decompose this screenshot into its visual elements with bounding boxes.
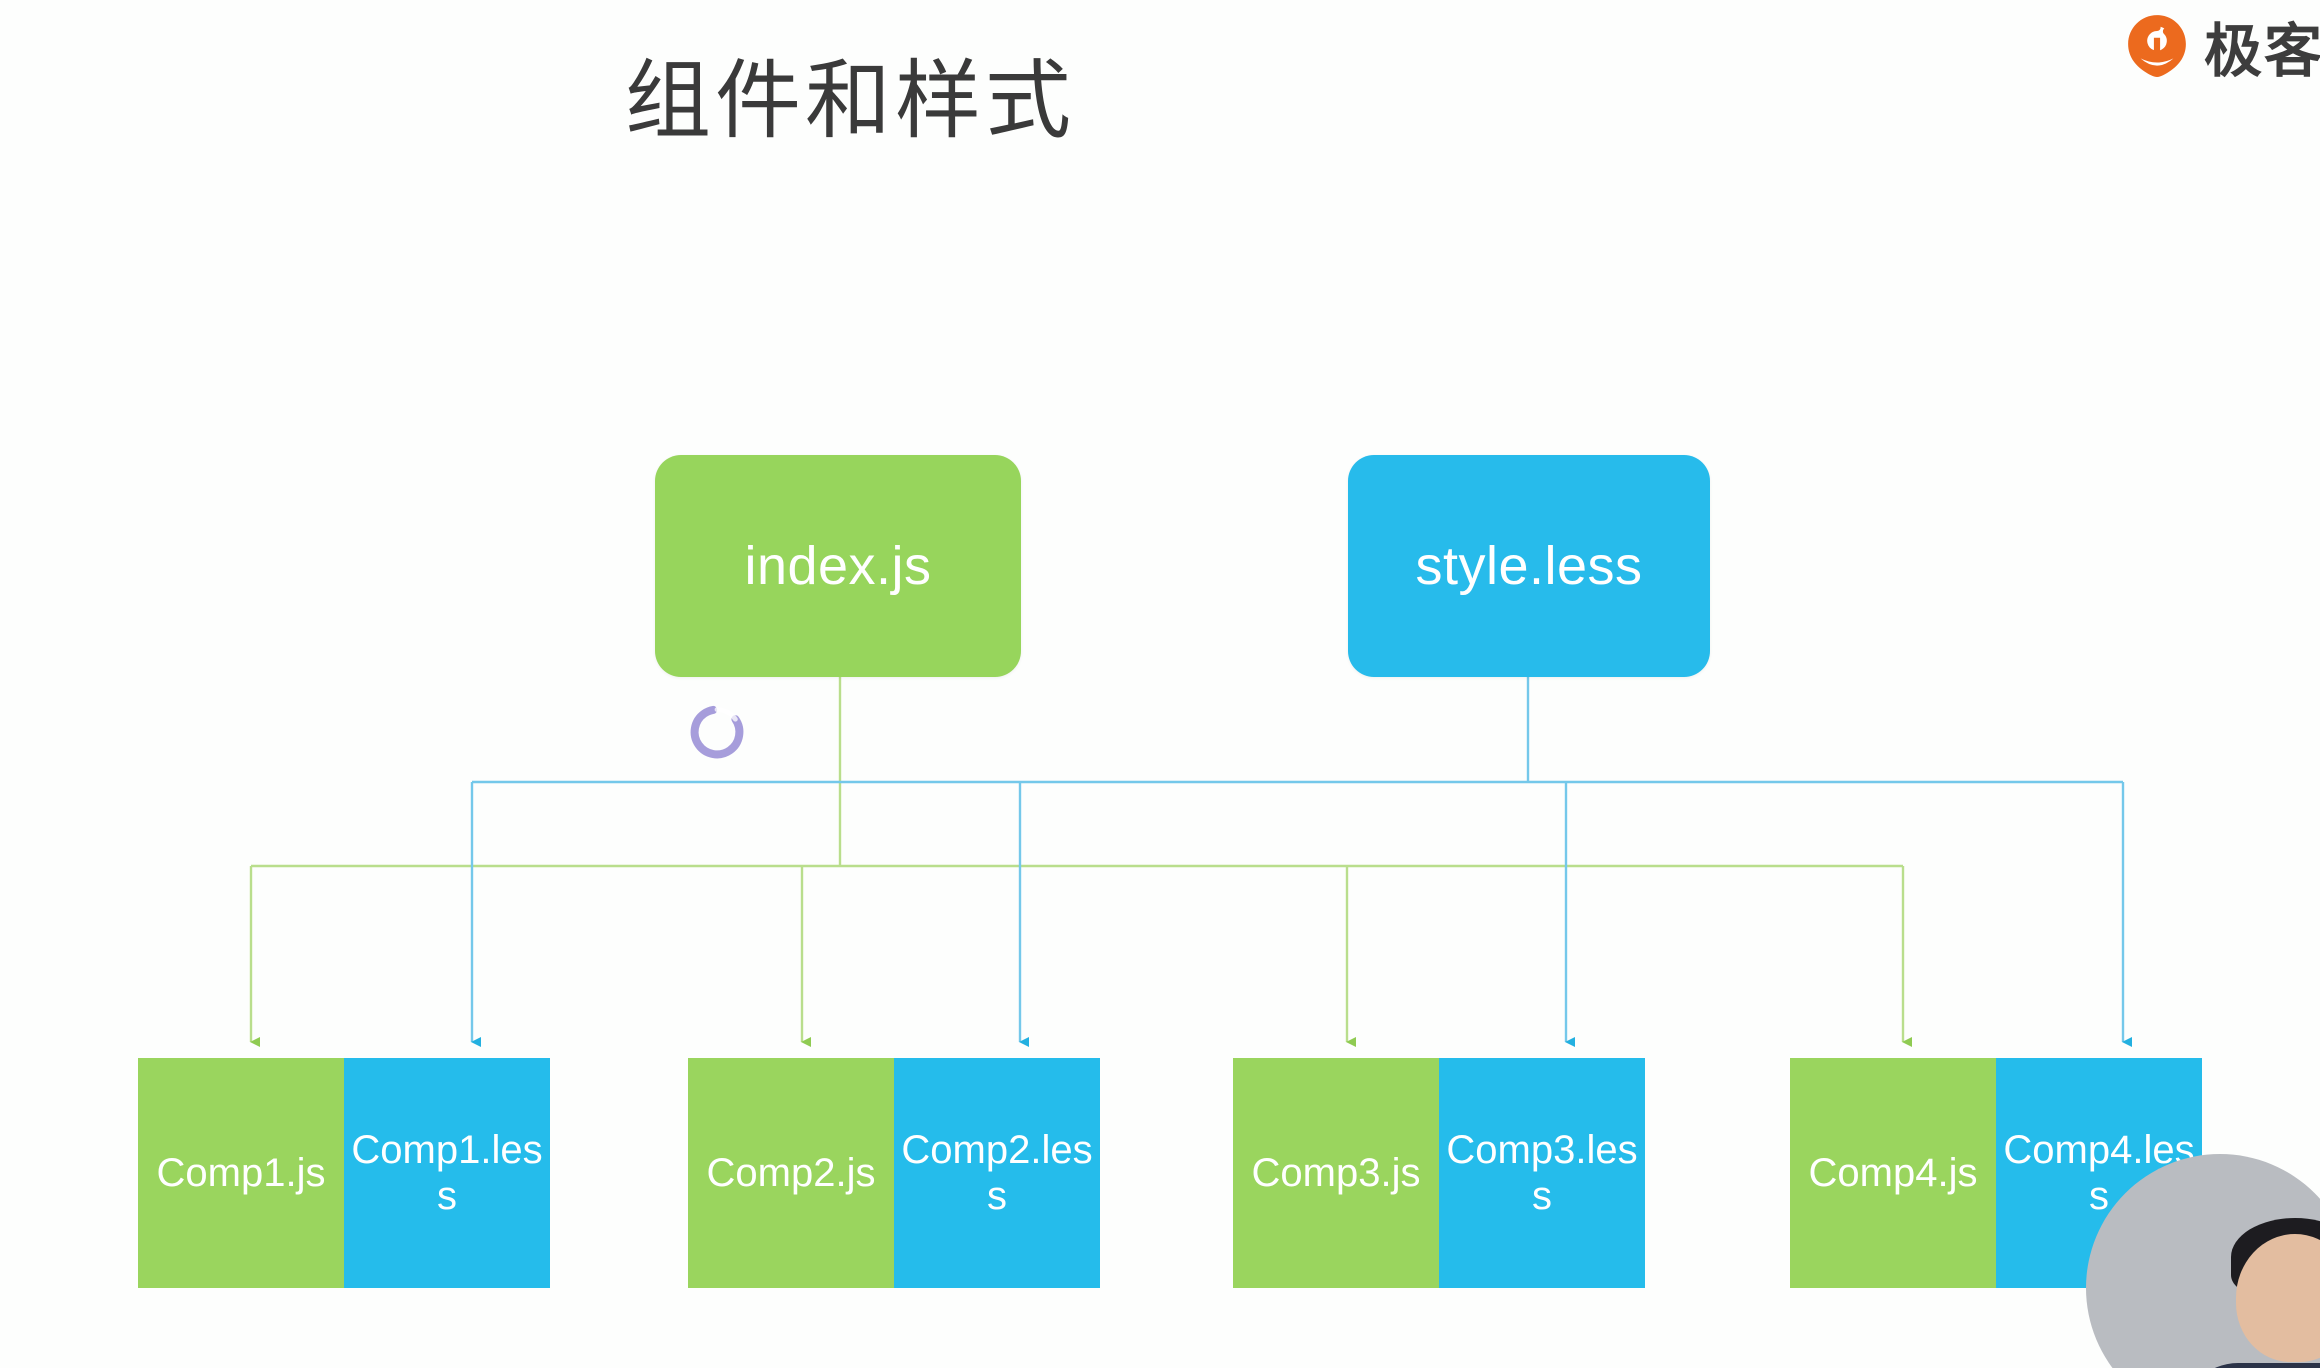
leaf-comp3-js-label: Comp3.js bbox=[1251, 1150, 1421, 1195]
leaf-comp4-js[interactable]: Comp4.js bbox=[1790, 1058, 1996, 1288]
node-index-js-label: index.js bbox=[744, 536, 932, 596]
leaf-comp4-js-label: Comp4.js bbox=[1808, 1150, 1978, 1195]
leaf-comp3-less[interactable]: Comp3.less bbox=[1439, 1058, 1645, 1288]
leaf-comp1-less[interactable]: Comp1.less bbox=[344, 1058, 550, 1288]
brand-logo: 极客 bbox=[2124, 4, 2320, 88]
leaf-comp2-js[interactable]: Comp2.js bbox=[688, 1058, 894, 1288]
page-title: 组件和样式 bbox=[625, 53, 1075, 149]
presenter-body bbox=[2182, 1363, 2320, 1368]
leaf-comp1-js[interactable]: Comp1.js bbox=[138, 1058, 344, 1288]
leaf-comp2-less[interactable]: Comp2.less bbox=[894, 1058, 1100, 1288]
node-index-js[interactable]: index.js bbox=[655, 455, 1021, 677]
leaf-comp3-less-label: Comp3.less bbox=[1446, 1127, 1638, 1218]
leaf-comp3-js[interactable]: Comp3.js bbox=[1233, 1058, 1439, 1288]
geektime-logo-icon bbox=[2128, 15, 2186, 77]
presenter-head bbox=[2236, 1234, 2320, 1363]
brand-name: 极客 bbox=[2203, 19, 2320, 84]
leaf-comp2-less-label: Comp2.less bbox=[901, 1127, 1093, 1218]
component-pair-comp3: Comp3.js Comp3.less bbox=[1233, 1058, 1645, 1288]
leaf-comp1-js-label: Comp1.js bbox=[156, 1150, 326, 1195]
leaf-comp4-less-label: Comp4.less bbox=[2003, 1127, 2195, 1218]
leaf-comp2-js-label: Comp2.js bbox=[706, 1150, 876, 1195]
loading-spinner-icon bbox=[690, 705, 744, 759]
node-style-less-label: style.less bbox=[1415, 536, 1643, 596]
node-style-less[interactable]: style.less bbox=[1348, 455, 1710, 677]
leaf-comp1-less-label: Comp1.less bbox=[351, 1127, 543, 1218]
component-pair-comp2: Comp2.js Comp2.less bbox=[688, 1058, 1100, 1288]
component-pair-comp1: Comp1.js Comp1.less bbox=[138, 1058, 550, 1288]
